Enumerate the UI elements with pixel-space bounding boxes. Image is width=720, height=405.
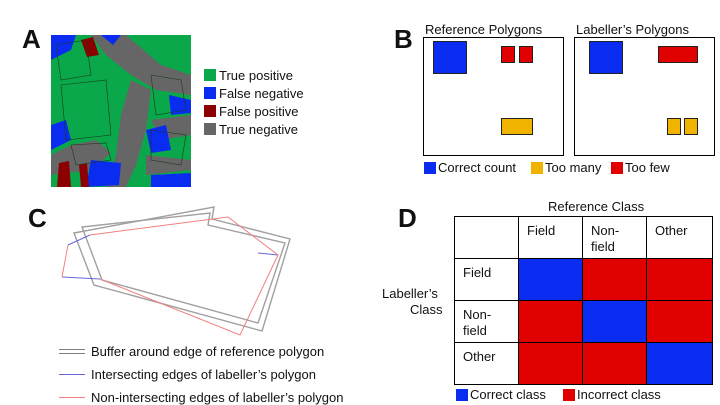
matrix-cell-incorrect [646,258,713,301]
labeller-yellow-polygon-1 [667,118,681,135]
reference-red-polygon-2 [519,46,533,63]
matrix-cell-incorrect [646,300,713,343]
legend-label-false-positive: False positive [219,104,299,119]
legend-swatch-too-many [531,162,543,174]
legend-label-true-negative: True negative [219,122,299,137]
legend-label-non-intersecting: Non-intersecting edges of labeller’s pol… [91,390,344,405]
labeller-blue-polygon [589,41,623,74]
labeller-red-polygon [658,46,698,63]
legend-line-non-intersecting [59,397,85,398]
legend-label-too-few: Too few [625,160,670,175]
reference-blue-polygon [433,41,467,74]
labeller-yellow-polygon-2 [684,118,698,135]
polygon-buffer-diagram [61,206,291,336]
matrix-cell-incorrect [582,342,647,385]
row-header: Other [454,342,519,385]
reference-polygons-title: Reference Polygons [425,22,543,37]
column-header: Non- field [582,216,647,259]
matrix-cell-incorrect [518,300,583,343]
matrix-cell-incorrect [582,258,647,301]
legend-swatch-true-positive [204,69,216,81]
legend-swatch-incorrect-class [563,389,575,401]
legend-line-buffer [59,349,85,354]
labeller-polygons-title: Labeller’s Polygons [576,22,689,37]
legend-label-intersecting: Intersecting edges of labeller’s polygon [91,367,316,382]
legend-swatch-true-negative [204,123,216,135]
matrix-corner-cell [454,216,519,259]
legend-swatch-false-negative [204,87,216,99]
reference-yellow-polygon [501,118,533,135]
column-header: Field [518,216,583,259]
legend-label-buffer: Buffer around edge of reference polygon [91,344,325,359]
legend-label-correct-class: Correct class [470,387,546,402]
legend-label-incorrect-class: Incorrect class [577,387,661,402]
row-header: Non- field [454,300,519,343]
matrix-cell-correct [518,258,583,301]
reference-red-polygon-1 [501,46,515,63]
legend-label-false-negative: False negative [219,86,304,101]
matrix-cell-correct [582,300,647,343]
legend-swatch-too-few [611,162,623,174]
legend-line-intersecting [59,374,85,375]
legend-swatch-false-positive [204,105,216,117]
labeller-class-label-line2: Class [410,302,443,317]
legend-label-true-positive: True positive [219,68,293,83]
panel-label-b: B [394,24,413,54]
reference-class-label: Reference Class [548,199,645,214]
panel-label-a: A [22,24,41,54]
panel-label-c: C [28,203,47,233]
labeller-class-label-line1: Labeller’s [382,286,438,301]
row-header: Field [454,258,519,301]
matrix-cell-correct [646,342,713,385]
legend-label-too-many: Too many [545,160,602,175]
legend-swatch-correct-class [456,389,468,401]
legend-label-correct-count: Correct count [438,160,517,175]
matrix-cell-incorrect [518,342,583,385]
column-header: Other [646,216,713,259]
segmentation-map [51,35,191,187]
legend-swatch-correct-count [424,162,436,174]
panel-label-d: D [398,203,417,233]
